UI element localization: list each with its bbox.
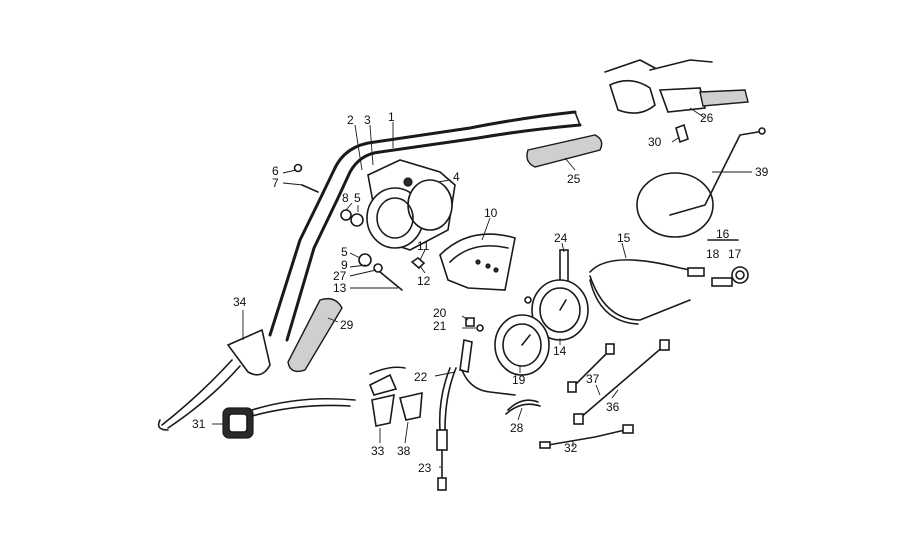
instrument-bracket <box>366 159 456 251</box>
label-28: 28 <box>510 421 524 435</box>
label-32: 32 <box>564 441 578 455</box>
label-39: 39 <box>755 165 769 179</box>
label-11: 11 <box>417 239 430 253</box>
label-14: 14 <box>553 344 567 358</box>
switch-housing <box>222 366 423 439</box>
leader-lines <box>212 107 752 468</box>
label-21: 21 <box>433 319 447 333</box>
handlebar <box>268 110 582 342</box>
label-1: 1 <box>388 110 395 124</box>
label-33: 33 <box>371 444 385 458</box>
label-15: 15 <box>617 231 631 245</box>
label-25: 25 <box>567 172 581 186</box>
label-10: 10 <box>484 206 498 220</box>
label-29: 29 <box>340 318 354 332</box>
label-8: 8 <box>342 191 349 205</box>
label-30: 30 <box>648 135 662 149</box>
label-6: 6 <box>272 164 279 178</box>
label-22: 22 <box>414 370 428 384</box>
mirror <box>636 127 766 238</box>
cable-fittings <box>707 239 749 287</box>
label-9: 9 <box>341 258 348 272</box>
label-27: 27 <box>333 269 347 283</box>
label-13: 13 <box>333 281 347 295</box>
label-5a: 5 <box>354 191 361 205</box>
label-17: 17 <box>728 247 742 261</box>
bulbs <box>465 317 484 332</box>
label-34: 34 <box>233 295 247 309</box>
label-26: 26 <box>700 111 714 125</box>
label-5b: 5 <box>341 245 348 259</box>
label-20: 20 <box>433 306 447 320</box>
grip-left <box>287 297 343 373</box>
right-switch-assembly <box>604 59 749 144</box>
label-24: 24 <box>554 231 568 245</box>
grip-right <box>526 134 603 168</box>
label-16: 16 <box>716 227 730 241</box>
speedo-cable <box>559 249 705 325</box>
clip <box>505 399 541 415</box>
part-labels: 1 2 3 4 6 7 8 5 10 5 9 27 13 11 12 24 15… <box>192 110 769 475</box>
label-38: 38 <box>397 444 411 458</box>
wire-harness <box>539 339 670 449</box>
gauges <box>494 279 589 376</box>
label-19: 19 <box>512 373 526 387</box>
label-31: 31 <box>192 417 206 431</box>
label-7: 7 <box>272 176 279 190</box>
label-18: 18 <box>706 247 720 261</box>
tacho-cable <box>436 339 516 491</box>
label-12: 12 <box>417 274 431 288</box>
label-36: 36 <box>606 400 620 414</box>
clutch-lever <box>157 328 271 431</box>
dash-panel <box>439 233 516 291</box>
label-37: 37 <box>586 372 600 386</box>
label-3: 3 <box>364 113 371 127</box>
label-2: 2 <box>347 113 354 127</box>
label-23: 23 <box>418 461 432 475</box>
label-4: 4 <box>453 170 460 184</box>
